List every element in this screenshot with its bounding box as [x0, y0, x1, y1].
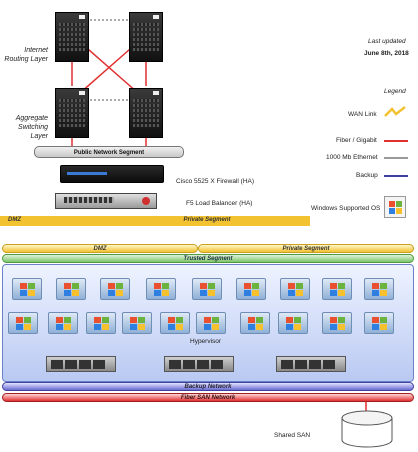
server-center	[164, 356, 234, 372]
top-diagram: Internet Routing Layer Aggregate Switchi…	[0, 12, 409, 226]
legend-title: Legend	[384, 88, 406, 95]
windows-vm-icon	[240, 312, 270, 334]
san-link	[365, 402, 367, 412]
shared-san-label: Shared SAN	[274, 432, 311, 439]
fiber-san-network: Fiber SAN Network	[2, 393, 414, 402]
windows-vm-icon	[146, 278, 176, 300]
legend-windows-label: Windows Supported OS	[311, 205, 381, 212]
hypervisor-label: Hypervisor	[190, 338, 222, 345]
windows-vm-icon	[322, 312, 352, 334]
top-strip-dmz: DMZ	[0, 216, 104, 226]
backup-network: Backup Network	[2, 382, 414, 391]
windows-vm-icon	[100, 278, 130, 300]
public-network-segment: Public Network Segment	[34, 146, 184, 158]
router-rack-left	[55, 12, 89, 62]
legend-backup-line	[384, 175, 408, 177]
load-balancer-device	[55, 193, 157, 209]
server-left	[46, 356, 116, 372]
firewall-device	[60, 165, 164, 183]
windows-vm-icon	[160, 312, 190, 334]
windows-vm-icon	[192, 278, 222, 300]
windows-vm-icon	[364, 278, 394, 300]
legend-ethernet-line	[384, 157, 408, 159]
server-right	[276, 356, 346, 372]
wan-link-icon	[384, 106, 406, 117]
router-rack-right	[129, 12, 163, 62]
windows-vm-icon	[280, 278, 310, 300]
last-updated-date: June 8th, 2018	[364, 50, 409, 57]
bottom-diagram: DMZ Private Segment Trusted Segment Hype…	[0, 236, 418, 452]
windows-vm-icon	[196, 312, 226, 334]
legend-ethernet-label: 1000 Mb Ethernet	[326, 154, 378, 161]
legend-fiber-line	[384, 140, 408, 142]
windows-vm-icon	[8, 312, 38, 334]
switch-rack-left	[55, 88, 89, 138]
windows-vm-icon	[122, 312, 152, 334]
legend-wan-label: WAN Link	[348, 111, 377, 118]
legend-fiber-label: Fiber / Gigabit	[336, 137, 377, 144]
windows-vm-icon	[48, 312, 78, 334]
windows-vm-icon	[236, 278, 266, 300]
switch-rack-right	[129, 88, 163, 138]
trusted-segment: Trusted Segment	[2, 254, 414, 263]
dmz-segment: DMZ	[2, 244, 198, 253]
windows-vm-icon	[86, 312, 116, 334]
top-strip-private: Private Segment	[104, 216, 310, 226]
firewall-label: Cisco 5525 X Firewall (HA)	[176, 178, 255, 185]
internet-layer-label: Internet Routing Layer	[4, 47, 48, 63]
shared-san-icon	[341, 410, 393, 448]
windows-vm-icon	[322, 278, 352, 300]
legend-backup-label: Backup	[356, 172, 378, 179]
legend-windows-icon	[384, 196, 406, 218]
windows-vm-icon	[12, 278, 42, 300]
windows-vm-icon	[56, 278, 86, 300]
aggregate-layer-label: Aggregate Switching Layer	[15, 115, 48, 140]
private-segment: Private Segment	[198, 244, 414, 253]
last-updated-label: Last updated	[368, 38, 406, 45]
windows-vm-icon	[278, 312, 308, 334]
windows-vm-icon	[364, 312, 394, 334]
load-balancer-label: F5 Load Balancer (HA)	[186, 200, 253, 207]
